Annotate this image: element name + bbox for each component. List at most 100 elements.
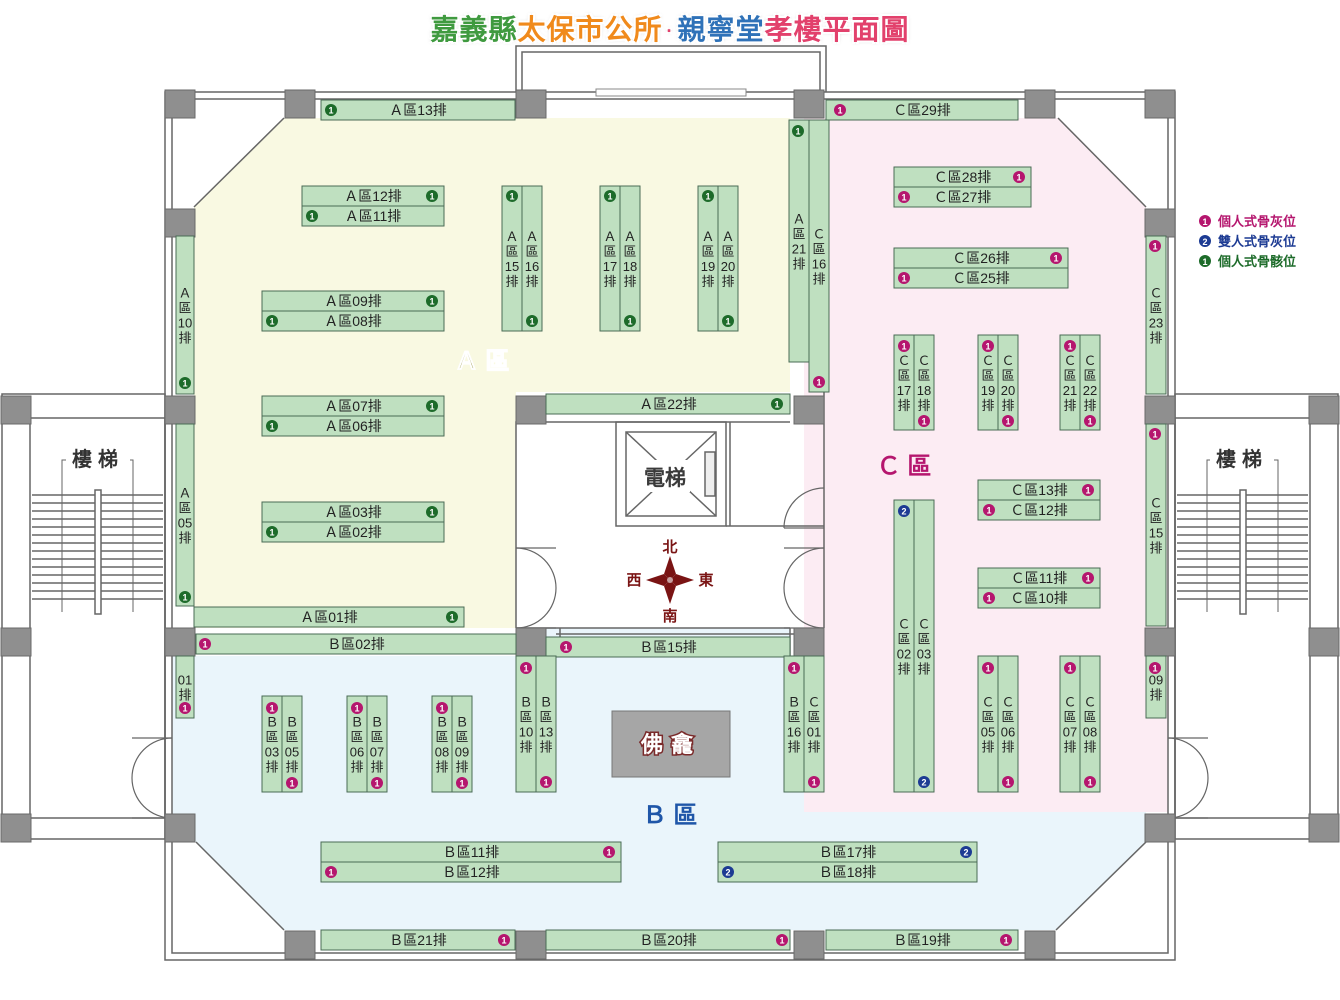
row-marker-num: 1 bbox=[289, 779, 294, 789]
green-circle-1-icon bbox=[526, 315, 538, 327]
green-circle-1-icon bbox=[426, 506, 438, 518]
row-label: Ａ區03排 bbox=[324, 504, 382, 520]
row-marker-num: 1 bbox=[459, 779, 464, 789]
row-label: Ａ區02排 bbox=[324, 524, 382, 540]
zone-a-area bbox=[194, 118, 790, 628]
row-marker-num: 1 bbox=[543, 778, 548, 788]
row-shape bbox=[1145, 423, 1167, 627]
row-label: Ｂ區02排 bbox=[327, 636, 385, 652]
blue-circle-2-icon bbox=[1199, 235, 1211, 247]
row-shape bbox=[997, 655, 1019, 793]
pink-circle-1-icon bbox=[1149, 662, 1161, 674]
pink-circle-1-icon bbox=[983, 504, 995, 516]
row-marker-num: 1 bbox=[563, 643, 568, 653]
row-shape bbox=[545, 929, 791, 951]
row-shape bbox=[825, 929, 1019, 951]
pink-circle-1-icon bbox=[436, 702, 448, 714]
legend-marker-num: 2 bbox=[1202, 237, 1207, 247]
row-shape bbox=[977, 499, 1101, 521]
pink-circle-1-icon bbox=[1064, 662, 1076, 674]
compass-west: 西 bbox=[626, 572, 641, 589]
row-label: Ｂ區11排 bbox=[443, 844, 500, 860]
row-marker-num: 1 bbox=[1085, 486, 1090, 496]
pink-circle-1-icon bbox=[520, 662, 532, 674]
row-shape bbox=[261, 415, 445, 437]
row-marker-num: 1 bbox=[449, 613, 454, 623]
row-label: Ｃ區11排 bbox=[1011, 570, 1068, 586]
row-label: Ａ區22排 bbox=[639, 396, 697, 412]
row-marker-num: 1 bbox=[328, 106, 333, 116]
row-label: Ａ區06排 bbox=[324, 418, 382, 434]
green-circle-1-icon bbox=[624, 315, 636, 327]
pink-circle-1-icon bbox=[1149, 428, 1161, 440]
